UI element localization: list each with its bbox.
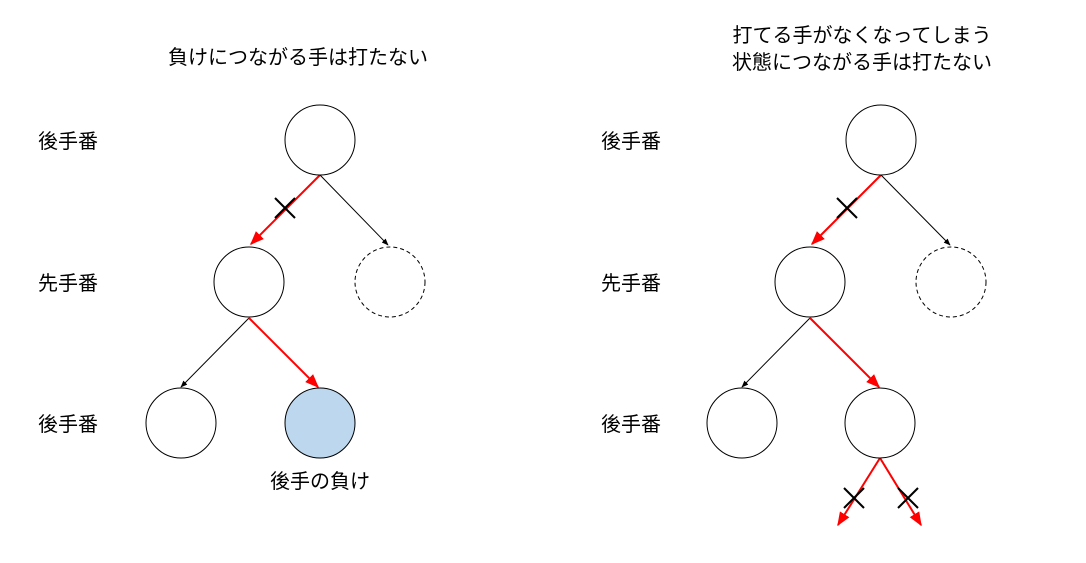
right-edge-mid-to-left — [741, 317, 811, 388]
right-title-line-1: 打てる手がなくなってしまう — [733, 23, 992, 47]
left-panel: 負けにつながる手は打たない 後手番 先手番 後手番 後手の負け — [38, 45, 428, 493]
left-level-label-3: 後手番 — [38, 412, 98, 436]
right-cross-mark-bottom-right-icon — [897, 487, 919, 509]
left-node-losing — [284, 387, 356, 459]
left-edge-mid-to-left — [180, 317, 250, 388]
left-node-mid — [213, 246, 285, 318]
left-level-label-2: 先手番 — [38, 271, 98, 295]
left-node-unexplored — [354, 246, 426, 318]
left-edge-mid-to-losing — [248, 317, 319, 388]
left-node-leaf — [145, 387, 217, 459]
left-cross-mark-icon — [274, 197, 296, 219]
right-node-root — [845, 104, 917, 176]
left-result-label: 後手の負け — [270, 469, 370, 493]
left-title: 負けにつながる手は打たない — [168, 45, 428, 69]
right-cross-mark-bottom-left-icon — [843, 487, 865, 509]
right-level-label-2: 先手番 — [601, 271, 661, 295]
right-node-mid — [774, 246, 846, 318]
left-level-label-1: 後手番 — [38, 129, 98, 153]
right-level-label-3: 後手番 — [601, 412, 661, 436]
left-node-root — [284, 104, 356, 176]
right-title-line-2: 状態につながる手は打たない — [732, 50, 992, 74]
right-cross-mark-icon — [836, 197, 858, 219]
right-panel: 打てる手がなくなってしまう 状態につながる手は打たない 後手番 先手番 後手番 — [601, 23, 992, 527]
right-edge-mid-to-bad-node — [809, 317, 880, 388]
right-node-unexplored — [915, 246, 987, 318]
right-level-label-1: 後手番 — [601, 129, 661, 153]
right-edge-bad-node-to-left — [837, 457, 881, 527]
left-edge-root-to-right — [319, 174, 389, 246]
right-node-leaf — [706, 387, 778, 459]
right-edge-root-to-right — [880, 174, 951, 246]
right-node-no-moves — [844, 387, 916, 459]
